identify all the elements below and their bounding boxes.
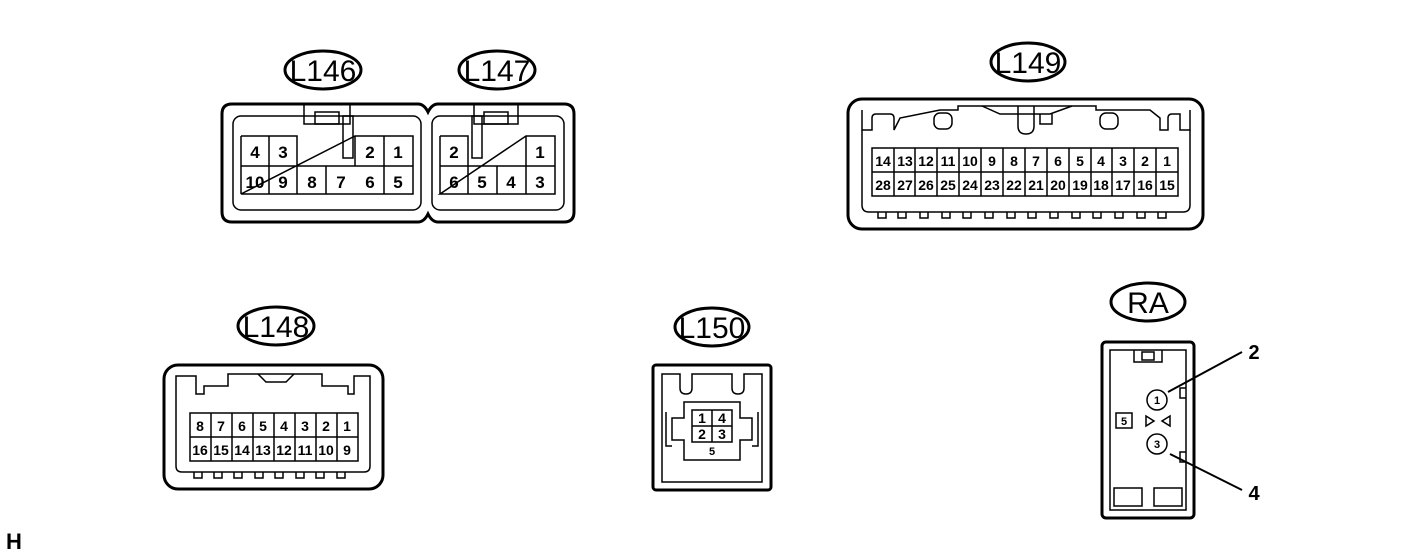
l148-label-bubble: L148 xyxy=(236,305,316,347)
l149-pin-17: 17 xyxy=(1115,177,1131,193)
l149-pin-15: 15 xyxy=(1159,177,1175,193)
l147-label-bubble: L147 xyxy=(457,49,537,91)
l146-pin-9: 9 xyxy=(278,173,287,192)
l146-pin-2: 2 xyxy=(365,143,374,162)
l149-label-bubble: L149 xyxy=(989,41,1067,83)
l147-pin-6: 6 xyxy=(449,173,458,192)
connector-ra xyxy=(1100,340,1243,520)
l149-pin-1: 1 xyxy=(1163,153,1171,169)
l148-label: L148 xyxy=(243,311,310,344)
ra-pin-3: 3 xyxy=(1154,439,1160,451)
l147-pin-5: 5 xyxy=(477,173,486,192)
l149-pin-26: 26 xyxy=(918,177,934,193)
l149-pin-2: 2 xyxy=(1141,153,1149,169)
ra-pin-5: 5 xyxy=(1121,416,1127,428)
l149-pin-4: 4 xyxy=(1097,153,1105,169)
l149-pin-11: 11 xyxy=(941,153,956,169)
l150-label: L150 xyxy=(679,312,746,345)
ra-callout-2: 2 xyxy=(1248,342,1259,364)
connector-l146-l147 xyxy=(220,102,576,224)
l149-pin-5: 5 xyxy=(1076,153,1084,169)
l148-pin-12: 12 xyxy=(276,442,292,458)
l148-pin-5: 5 xyxy=(259,418,267,434)
l148-pin-7: 7 xyxy=(217,418,225,434)
l147-pin-2: 2 xyxy=(449,143,458,162)
l149-pin-25: 25 xyxy=(940,177,956,193)
l148-pin-1: 1 xyxy=(343,418,351,434)
l149-pin-21: 21 xyxy=(1028,177,1044,193)
l148-pin-4: 4 xyxy=(280,418,288,434)
l150-pin-grid: 1 4 2 3 5 xyxy=(698,410,726,458)
corner-mark: H xyxy=(6,529,22,554)
l146-label-bubble: L146 xyxy=(283,49,363,91)
l150-pin-4: 4 xyxy=(718,410,726,426)
l148-pin-15: 15 xyxy=(213,442,229,458)
connector-l149 xyxy=(846,97,1205,231)
l149-pin-19: 19 xyxy=(1072,177,1088,193)
l148-pin-3: 3 xyxy=(301,418,309,434)
l149-pin-6: 6 xyxy=(1054,153,1062,169)
l146-pin-10: 10 xyxy=(246,173,265,192)
l148-pin-2: 2 xyxy=(322,418,330,434)
l146-pin-5: 5 xyxy=(393,173,402,192)
l149-pin-12: 12 xyxy=(918,153,934,169)
l146-pin-1: 1 xyxy=(393,143,402,162)
l148-pin-10: 10 xyxy=(318,442,334,458)
l149-pin-28: 28 xyxy=(875,177,891,193)
l149-pin-20: 20 xyxy=(1050,177,1066,193)
l150-pin-2: 2 xyxy=(698,426,706,442)
l149-pin-22: 22 xyxy=(1006,177,1022,193)
l146-pin-grid: 4 3 2 1 10 9 8 7 6 5 xyxy=(240,135,414,195)
l149-label: L149 xyxy=(995,47,1062,80)
l148-pin-grid: 8 7 6 5 4 3 2 1 16 15 14 13 12 11 10 9 xyxy=(192,418,351,458)
ra-callout-4: 4 xyxy=(1248,483,1260,505)
l149-pin-3: 3 xyxy=(1119,153,1127,169)
l149-pin-grid: 14 13 12 11 10 9 8 7 6 5 4 3 2 1 28 27 2… xyxy=(875,153,1175,193)
l148-pin-13: 13 xyxy=(255,442,271,458)
l149-pin-9: 9 xyxy=(988,153,996,169)
l149-pin-24: 24 xyxy=(962,177,978,193)
l146-pin-3: 3 xyxy=(278,143,287,162)
l149-pin-14: 14 xyxy=(875,153,891,169)
l146-label: L146 xyxy=(290,55,357,88)
l149-pin-23: 23 xyxy=(984,177,1000,193)
l147-label: L147 xyxy=(464,55,531,88)
connector-l148 xyxy=(162,363,385,491)
l149-pin-10: 10 xyxy=(962,153,978,169)
l148-pin-9: 9 xyxy=(343,442,351,458)
l147-pin-4: 4 xyxy=(506,173,516,192)
l148-pin-14: 14 xyxy=(234,442,250,458)
l147-pin-1: 1 xyxy=(535,143,544,162)
l148-pin-8: 8 xyxy=(196,418,204,434)
l148-pin-16: 16 xyxy=(192,442,208,458)
l146-pin-8: 8 xyxy=(307,173,316,192)
l149-pin-7: 7 xyxy=(1032,153,1040,169)
ra-pin-1: 1 xyxy=(1154,395,1160,407)
l149-pin-18: 18 xyxy=(1093,177,1109,193)
l146-pin-6: 6 xyxy=(365,173,374,192)
ra-label: RA xyxy=(1127,287,1169,320)
l150-pin-3: 3 xyxy=(718,426,726,442)
l149-pin-27: 27 xyxy=(897,177,913,193)
l148-pin-6: 6 xyxy=(238,418,246,434)
l147-pin-grid: 2 1 6 5 4 3 xyxy=(437,135,556,195)
connector-l150 xyxy=(651,363,773,492)
l150-label-bubble: L150 xyxy=(673,306,751,348)
l150-pin-5: 5 xyxy=(709,446,715,458)
l150-pin-1: 1 xyxy=(698,410,706,426)
l149-pin-8: 8 xyxy=(1010,153,1018,169)
l146-pin-4: 4 xyxy=(250,143,260,162)
l147-pin-3: 3 xyxy=(535,173,544,192)
l148-pin-11: 11 xyxy=(298,442,313,458)
l149-pin-13: 13 xyxy=(897,153,913,169)
l149-pin-16: 16 xyxy=(1137,177,1153,193)
ra-pins: 1 3 5 2 4 xyxy=(1121,342,1261,505)
l146-pin-7: 7 xyxy=(336,173,345,192)
ra-label-bubble: RA xyxy=(1109,281,1187,323)
